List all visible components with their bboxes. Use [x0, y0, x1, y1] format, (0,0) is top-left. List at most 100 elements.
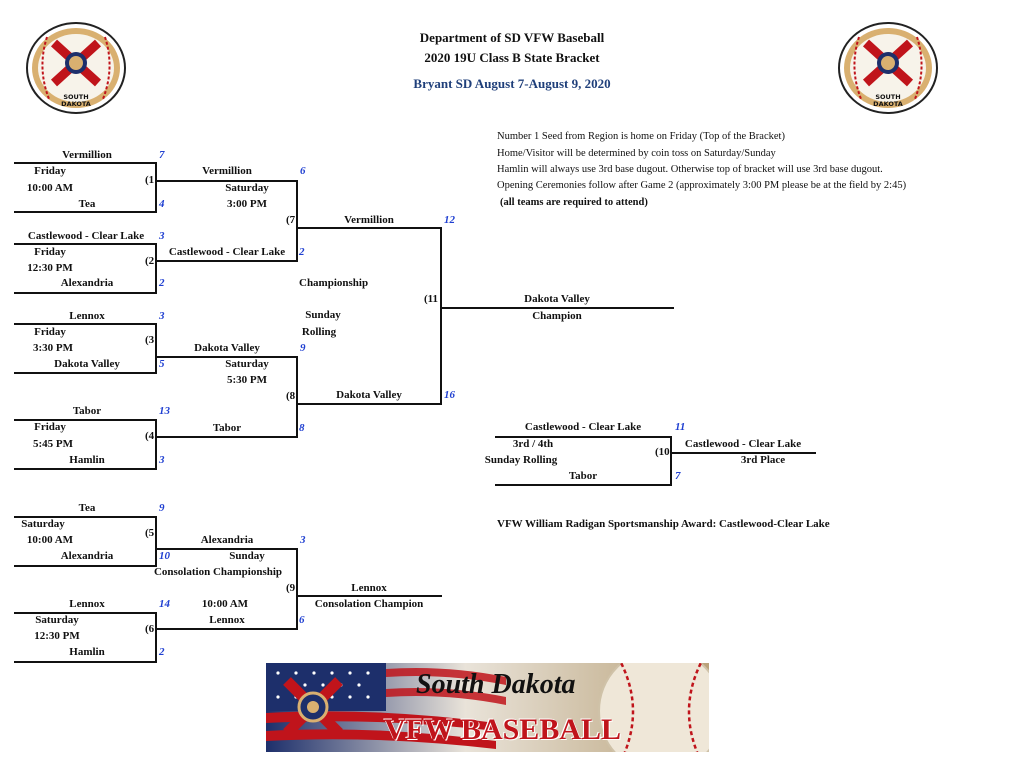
g5-top-team: Tea	[78, 502, 96, 514]
g10-top-score: 11	[675, 421, 686, 433]
bracket-line	[155, 419, 157, 470]
doc-title: Department of SD VFW Baseball	[419, 30, 605, 45]
g11-day: Sunday	[305, 309, 341, 321]
vfw-logo-left: SOUTH DAKOTA	[25, 21, 127, 115]
banner-graphic	[266, 663, 709, 752]
g10-game-number: (10	[655, 446, 670, 458]
g3-game-number: (3	[145, 334, 155, 346]
vfw-baseball-banner: South Dakota VFW BASEBALL	[266, 663, 709, 752]
g6-top-score: 14	[159, 598, 170, 610]
g4-bottom-score: 3	[159, 454, 165, 466]
bracket-line	[296, 356, 298, 438]
g5-day: Saturday	[21, 518, 65, 530]
g6-time: 12:30 PM	[34, 630, 80, 642]
g7-day: Saturday	[225, 182, 269, 194]
bracket-line	[670, 452, 816, 454]
g7-time: 3:00 PM	[226, 198, 268, 210]
bracket-line	[14, 243, 157, 245]
bracket-line	[155, 612, 157, 663]
bracket-line	[670, 436, 672, 486]
g9-top-score: 3	[300, 534, 306, 546]
g6-bottom-team: Hamlin	[69, 646, 105, 658]
bracket-line	[155, 180, 298, 182]
g8-day: Saturday	[225, 358, 269, 370]
g2-day: Friday	[34, 246, 66, 258]
g5-top-score: 9	[159, 502, 165, 514]
bracket-line	[14, 323, 157, 325]
bracket-line	[14, 162, 157, 164]
g3-bottom-team: Dakota Valley	[54, 358, 120, 370]
g8-bottom-team: Tabor	[212, 422, 242, 434]
g9-bottom-team: Lennox	[209, 614, 245, 626]
g8-time: 5:30 PM	[226, 374, 268, 386]
bracket-line	[14, 661, 157, 663]
bracket-line	[14, 468, 157, 470]
g9-bottom-score: 6	[299, 614, 305, 626]
g2-bottom-score: 2	[159, 277, 165, 289]
g5-time: 10:00 AM	[26, 534, 74, 546]
g4-top-score: 13	[159, 405, 170, 417]
bracket-line	[155, 323, 157, 374]
doc-location-dates: Bryant SD August 7-August 9, 2020	[413, 76, 611, 91]
bracket-line	[296, 548, 298, 630]
bracket-line	[440, 227, 442, 405]
g1-bottom-score: 4	[159, 198, 165, 210]
g5-bottom-score: 10	[159, 550, 170, 562]
svg-text:SOUTH: SOUTH	[875, 93, 900, 101]
bracket-line	[296, 227, 442, 229]
g3-day: Friday	[34, 326, 66, 338]
bracket-line	[155, 356, 298, 358]
g6-day: Saturday	[35, 614, 79, 626]
g2-bottom-team: Alexandria	[60, 277, 114, 289]
consolation-champion-label: Consolation Champion	[314, 598, 424, 610]
note-ceremonies: Opening Ceremonies follow after Game 2 (…	[497, 180, 907, 191]
bracket-line	[495, 436, 672, 438]
bracket-line	[296, 403, 442, 405]
g10-top-team: Castlewood - Clear Lake	[524, 421, 642, 433]
bracket-line	[296, 595, 442, 597]
g4-bottom-team: Hamlin	[69, 454, 105, 466]
g3-time: 3:30 PM	[32, 342, 74, 354]
bracket-line	[155, 243, 157, 294]
g9-top-team: Alexandria	[200, 534, 254, 546]
g9-day: Sunday	[229, 550, 265, 562]
g1-bottom-team: Tea	[78, 198, 96, 210]
champion-label: Champion	[532, 310, 582, 322]
sportsmanship-award: VFW William Radigan Sportsmanship Award:…	[497, 518, 830, 530]
svg-text:SOUTH: SOUTH	[63, 93, 88, 101]
banner-main-text: VFW BASEBALL	[384, 713, 622, 746]
bracket-line	[14, 211, 157, 213]
doc-subtitle: 2020 19U Class B State Bracket	[424, 50, 600, 65]
champion-team: Dakota Valley	[524, 293, 590, 305]
banner-script-text: South Dakota	[416, 669, 576, 700]
g9-label: Consolation Championship	[153, 566, 283, 578]
vfw-logo-right: SOUTH DAKOTA	[837, 21, 939, 115]
bracket-line	[155, 260, 298, 262]
g10-bottom-team: Tabor	[568, 470, 598, 482]
g1-day: Friday	[34, 165, 66, 177]
g4-day: Friday	[34, 421, 66, 433]
g11-bottom-score: 16	[444, 389, 455, 401]
g4-time: 5:45 PM	[32, 438, 74, 450]
g8-game-number: (8	[286, 390, 296, 402]
g1-top-team: Vermillion	[62, 149, 112, 161]
svg-text:DAKOTA: DAKOTA	[61, 100, 91, 108]
g5-game-number: (5	[145, 527, 155, 539]
consolation-champion-team: Lennox	[351, 582, 387, 594]
bracket-line	[495, 484, 672, 486]
g7-top-team: Vermillion	[202, 165, 252, 177]
g2-top-score: 3	[159, 230, 165, 242]
g4-game-number: (4	[145, 430, 155, 442]
g11-game-number: (11	[424, 293, 439, 305]
g7-top-score: 6	[300, 165, 306, 177]
g8-top-team: Dakota Valley	[194, 342, 260, 354]
g7-bottom-team: Castlewood - Clear Lake	[168, 246, 286, 258]
g10-time: Sunday Rolling	[484, 454, 558, 466]
g3-top-score: 3	[159, 310, 165, 322]
g11-top-score: 12	[444, 214, 455, 226]
g3-top-team: Lennox	[69, 310, 105, 322]
g6-bottom-score: 2	[159, 646, 165, 658]
bracket-line	[14, 612, 157, 614]
bracket-line	[155, 628, 298, 630]
g11-top-team: Vermillion	[344, 214, 394, 226]
